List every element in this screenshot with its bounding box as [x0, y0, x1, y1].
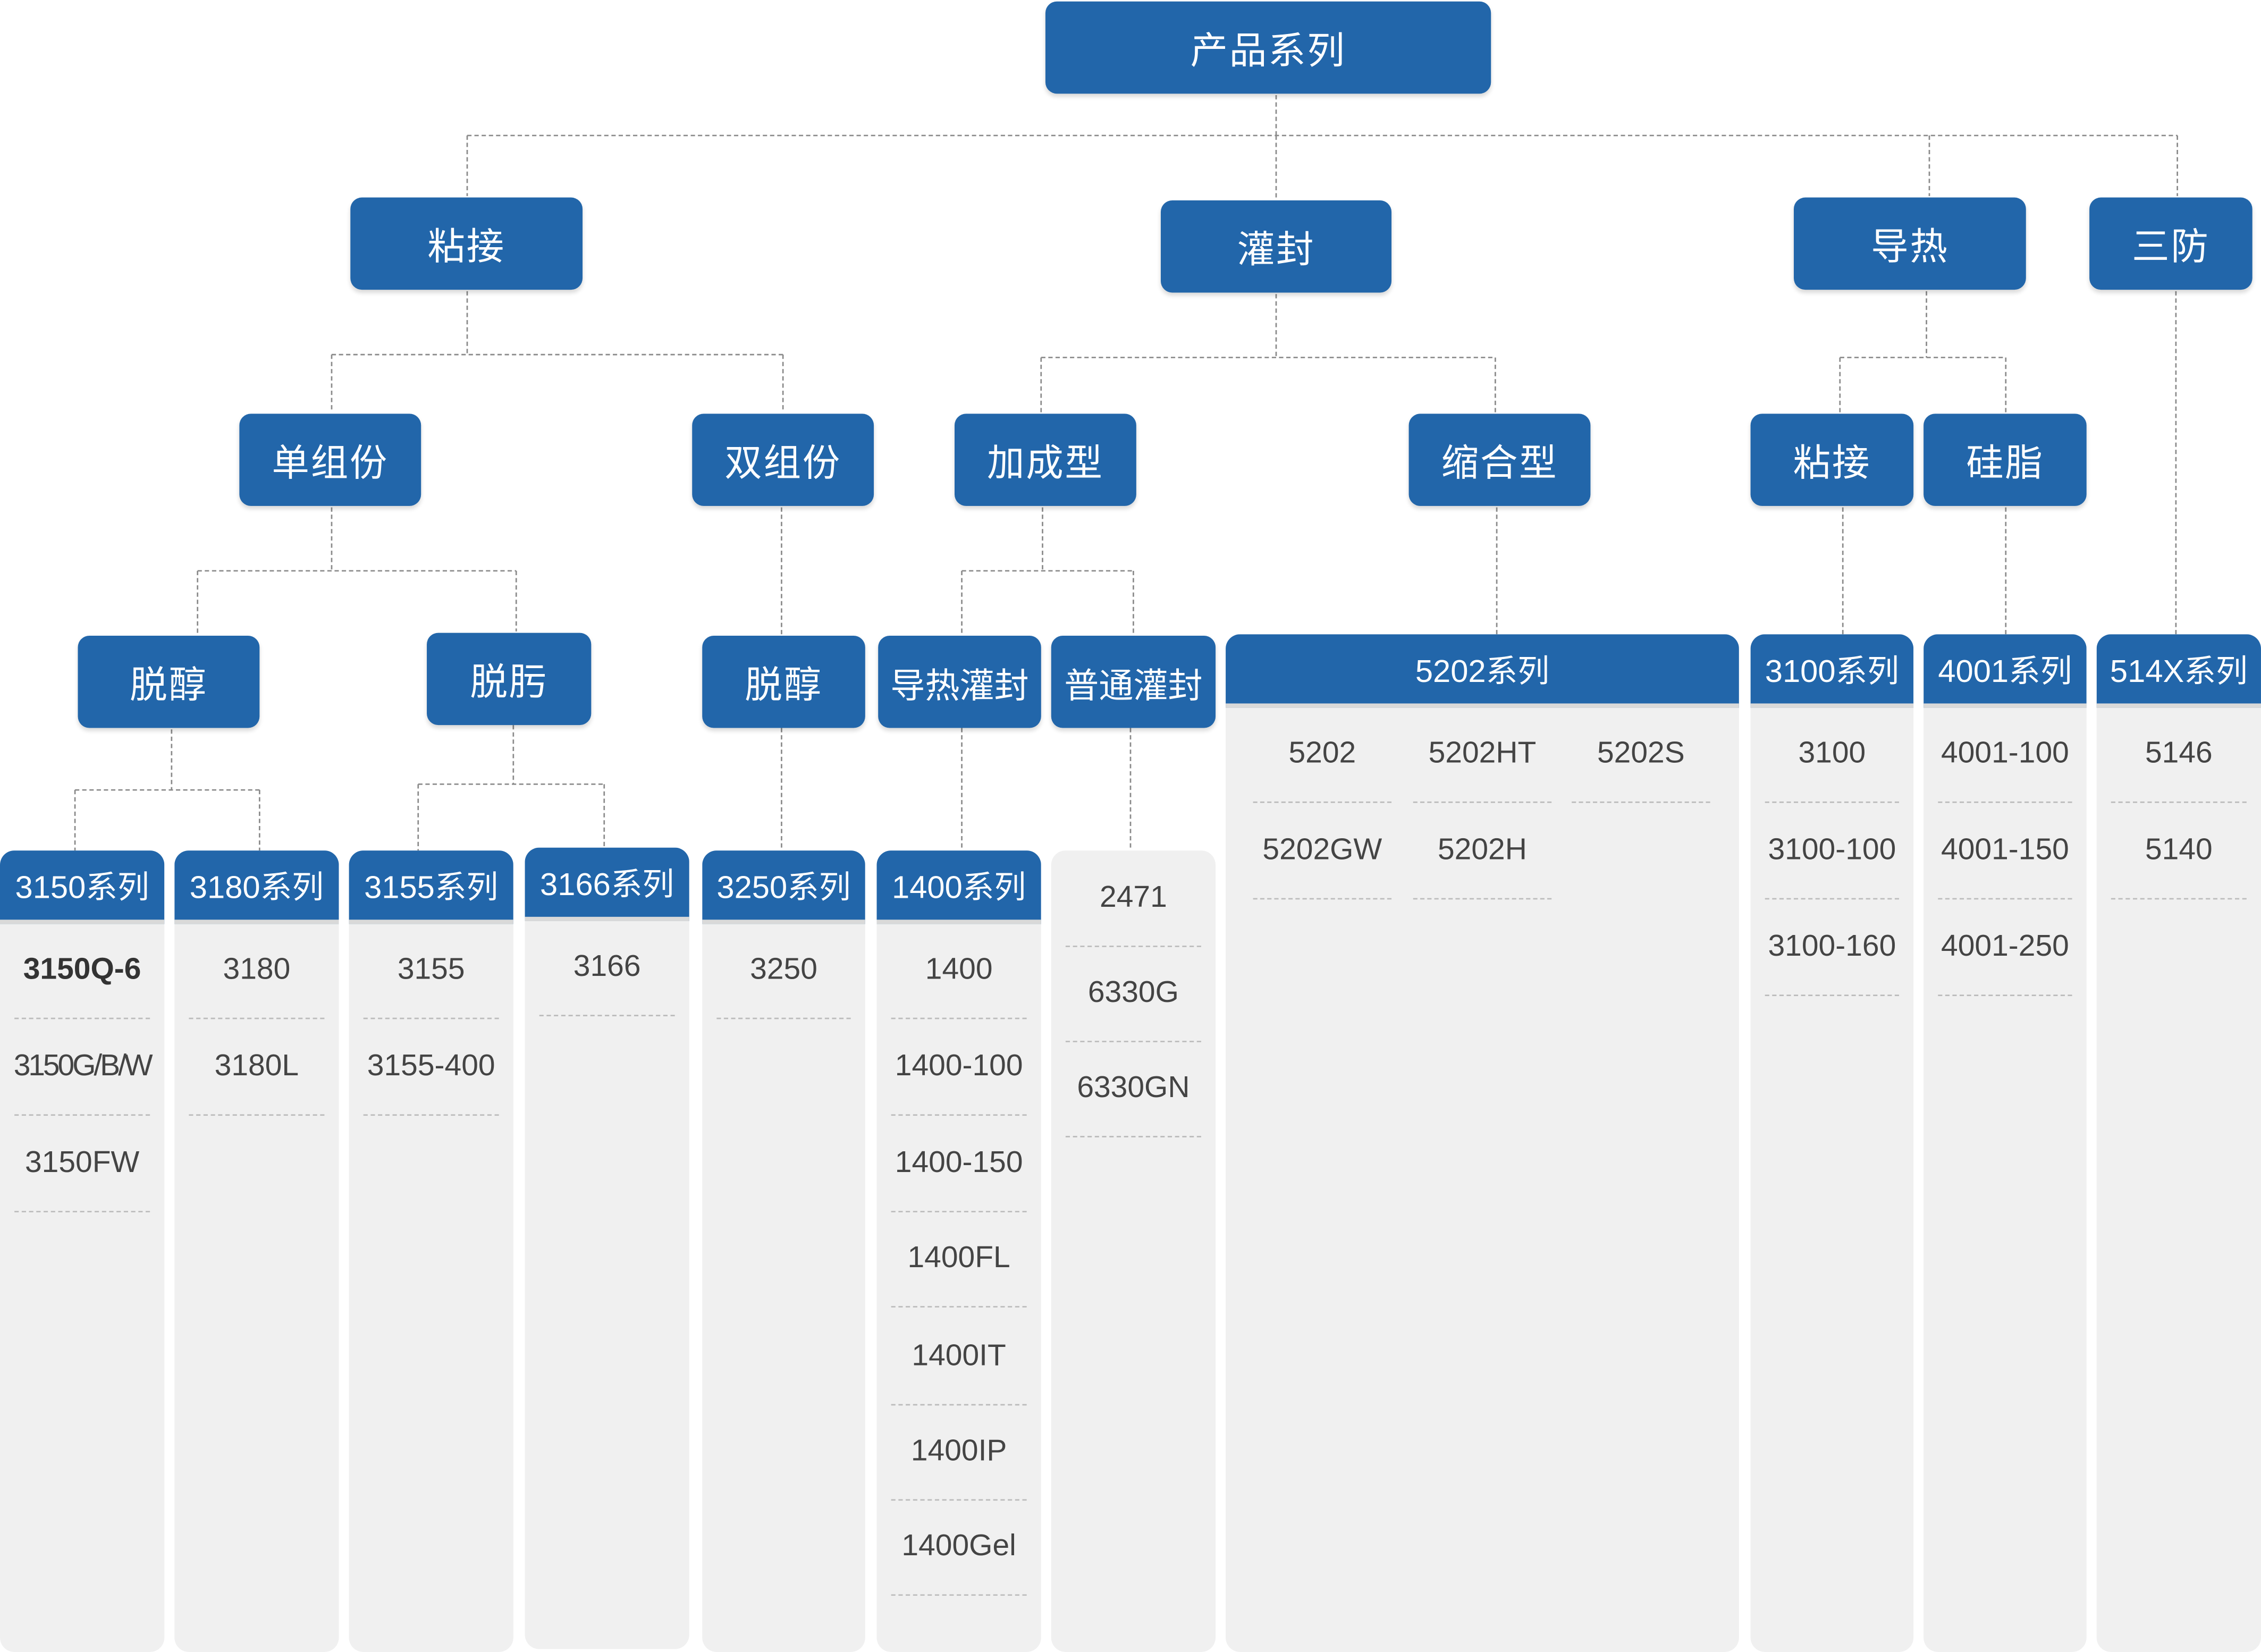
- node-potting[interactable]: 灌封: [1160, 200, 1392, 293]
- node-one-part[interactable]: 单组份: [239, 414, 421, 506]
- series-5202-panel: 5202系列: [1226, 634, 1739, 1652]
- product-item[interactable]: 3150G/B/W: [14, 1019, 153, 1116]
- node-deoxime[interactable]: 脱肟: [427, 633, 592, 726]
- product-item[interactable]: 5202S: [1572, 706, 1710, 803]
- series-3100-title: 3100系列: [1750, 634, 1914, 708]
- series-3180-panel: 3180系列 3180 3180L: [174, 850, 339, 1652]
- series-514x-panel: 514X系列 5146 5140: [2096, 634, 2261, 1652]
- series-3166-panel: 3166系列 3166: [525, 847, 689, 1649]
- series-4001-title: 4001系列: [1923, 634, 2087, 708]
- product-item[interactable]: 3155: [363, 923, 499, 1019]
- product-item[interactable]: 3250: [716, 923, 851, 1019]
- node-thermal-grease[interactable]: 硅脂: [1923, 414, 2087, 506]
- series-3250-title: 3250系列: [702, 850, 865, 924]
- general-potting-panel: 2471 6330G 6330GN: [1051, 850, 1216, 1652]
- product-item[interactable]: 5202HT: [1413, 706, 1552, 803]
- node-conformal[interactable]: 三防: [2089, 197, 2252, 290]
- series-3150-panel: 3150系列 3150Q-6 3150G/B/W 3150FW: [0, 850, 165, 1652]
- product-item[interactable]: 3100: [1765, 706, 1900, 803]
- product-item[interactable]: 5146: [2111, 706, 2247, 803]
- product-item[interactable]: 1400IP: [891, 1404, 1027, 1501]
- series-1400-panel: 1400系列 1400 1400-100 1400-150 1400FL 140…: [876, 850, 1041, 1652]
- series-3250-panel: 3250系列 3250: [702, 850, 865, 1652]
- node-general-potting[interactable]: 普通灌封: [1051, 635, 1216, 728]
- node-condensation-cure[interactable]: 缩合型: [1408, 414, 1591, 506]
- product-item[interactable]: 5202H: [1413, 803, 1552, 900]
- product-item[interactable]: 3100-160: [1765, 899, 1900, 996]
- node-two-part[interactable]: 双组份: [692, 414, 874, 506]
- node-addition-cure[interactable]: 加成型: [955, 414, 1136, 506]
- node-dealcohol-1[interactable]: 脱醇: [78, 635, 260, 728]
- product-item[interactable]: 3155-400: [363, 1019, 499, 1116]
- product-item[interactable]: 4001-100: [1938, 706, 2072, 803]
- series-3150-title: 3150系列: [0, 850, 165, 924]
- node-thermal-bonding[interactable]: 粘接: [1750, 414, 1914, 506]
- product-item[interactable]: 6330GN: [1065, 1041, 1201, 1137]
- product-item[interactable]: 4001-150: [1938, 803, 2072, 900]
- product-item[interactable]: 5202: [1253, 706, 1392, 803]
- product-item[interactable]: 5202GW: [1253, 803, 1392, 900]
- series-1400-title: 1400系列: [876, 850, 1041, 924]
- product-item[interactable]: 1400FL: [891, 1211, 1027, 1308]
- product-item[interactable]: 4001-250: [1938, 899, 2072, 996]
- product-item[interactable]: 3100-100: [1765, 803, 1900, 900]
- series-514x-title: 514X系列: [2096, 634, 2261, 708]
- product-item[interactable]: 3166: [539, 920, 675, 1016]
- product-item[interactable]: 1400: [891, 923, 1027, 1019]
- node-dealcohol-2[interactable]: 脱醇: [702, 635, 865, 728]
- series-3180-title: 3180系列: [174, 850, 339, 924]
- product-item[interactable]: 3180L: [189, 1019, 325, 1116]
- product-item[interactable]: 1400-100: [891, 1019, 1027, 1116]
- product-item[interactable]: 6330G: [1065, 946, 1201, 1042]
- series-5202-title: 5202系列: [1226, 634, 1739, 708]
- product-item[interactable]: 1400Gel: [891, 1499, 1027, 1596]
- product-item[interactable]: 1400IT: [891, 1309, 1027, 1406]
- product-item[interactable]: 5140: [2111, 803, 2247, 900]
- series-4001-panel: 4001系列 4001-100 4001-150 4001-250: [1923, 634, 2087, 1652]
- series-3166-title: 3166系列: [525, 847, 689, 921]
- node-bonding[interactable]: 粘接: [350, 197, 583, 290]
- product-item[interactable]: 3150FW: [14, 1116, 150, 1212]
- series-3155-title: 3155系列: [349, 850, 513, 924]
- root-node[interactable]: 产品系列: [1045, 1, 1491, 94]
- series-3155-panel: 3155系列 3155 3155-400: [349, 850, 513, 1652]
- series-3100-panel: 3100系列 3100 3100-100 3100-160: [1750, 634, 1914, 1652]
- node-thermal[interactable]: 导热: [1793, 197, 2026, 290]
- product-item[interactable]: 2471: [1065, 850, 1201, 947]
- node-thermal-potting[interactable]: 导热灌封: [878, 635, 1041, 728]
- product-item[interactable]: 1400-150: [891, 1116, 1027, 1212]
- product-item[interactable]: 3150Q-6: [14, 923, 150, 1019]
- product-item[interactable]: 3180: [189, 923, 325, 1019]
